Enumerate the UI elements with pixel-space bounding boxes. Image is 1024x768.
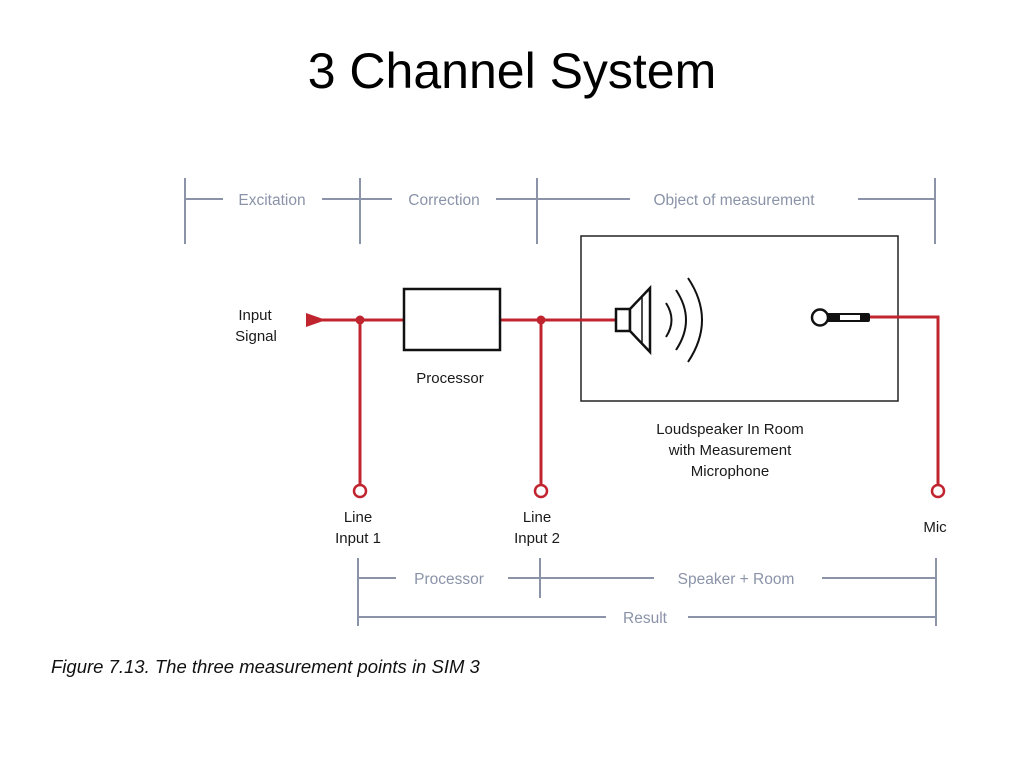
processor-box	[402, 287, 502, 352]
sound-waves-icon	[665, 277, 703, 363]
microphone-icon	[810, 308, 870, 327]
input-signal-label-2: Signal	[235, 328, 277, 345]
object-of-measurement-label: Object of measurement	[653, 192, 815, 209]
slide-title: 3 Channel System	[307, 43, 717, 99]
figure-caption: Figure 7.13. The three measurement point…	[51, 656, 480, 677]
line-input-2-terminal	[533, 483, 549, 499]
room-label-3: Microphone	[691, 463, 769, 480]
line-input-1-label-1: Line	[344, 509, 372, 526]
room-label-1: Loudspeaker In Room	[656, 421, 804, 438]
line-input-2-label-2: Input 2	[514, 530, 560, 547]
bottom-processor-label: Processor	[414, 571, 484, 588]
input-signal-label-1: Input	[238, 307, 272, 324]
speaker-room-label: Speaker + Room	[678, 571, 795, 588]
line-input-1-terminal	[352, 483, 368, 499]
line-input-2-label-1: Line	[523, 509, 551, 526]
top-brackets	[184, 178, 936, 244]
loudspeaker-icon	[614, 284, 652, 356]
excitation-label: Excitation	[238, 192, 305, 209]
input-arrow	[306, 313, 326, 327]
mic-label: Mic	[923, 519, 947, 536]
room-label-2: with Measurement	[668, 442, 792, 459]
mic-terminal	[930, 483, 946, 499]
line-input-1-label-2: Input 1	[335, 530, 381, 547]
junction-2	[536, 315, 546, 325]
result-label: Result	[623, 610, 668, 627]
correction-label: Correction	[408, 192, 480, 209]
bottom-brackets	[357, 558, 937, 626]
junction-1	[355, 315, 365, 325]
processor-label: Processor	[416, 370, 484, 387]
